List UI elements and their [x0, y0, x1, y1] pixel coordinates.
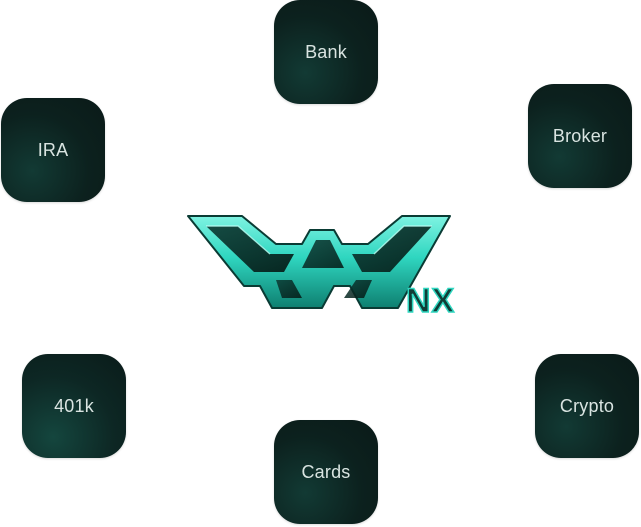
logo-suffix: NX [406, 282, 455, 320]
cards-tile[interactable]: Cards [274, 420, 378, 524]
wnx-logo: NX [184, 210, 474, 321]
401k-tile[interactable]: 401k [22, 354, 126, 458]
w-logo-icon: NX [187, 215, 455, 321]
bank-tile-label: Bank [305, 41, 347, 62]
broker-tile[interactable]: Broker [528, 84, 632, 188]
ira-tile[interactable]: IRA [1, 98, 105, 202]
bank-tile[interactable]: Bank [274, 0, 378, 104]
cards-tile-label: Cards [301, 461, 351, 482]
crypto-tile[interactable]: Crypto [535, 354, 639, 458]
broker-tile-label: Broker [552, 125, 608, 146]
ira-tile-label: IRA [37, 139, 69, 160]
401k-tile-label: 401k [54, 395, 94, 416]
crypto-tile-label: Crypto [559, 395, 615, 416]
